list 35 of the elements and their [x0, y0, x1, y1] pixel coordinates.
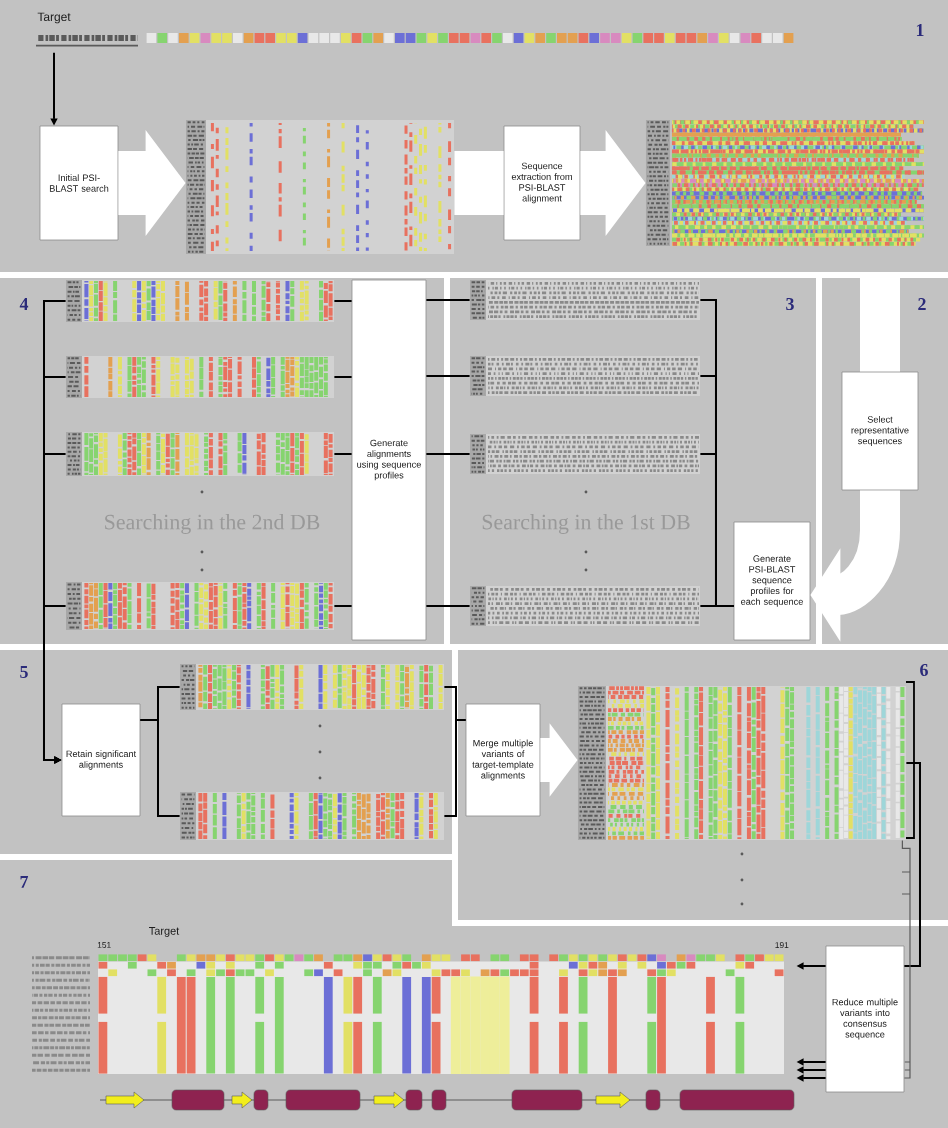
alignment-picture	[470, 280, 700, 320]
connector-line	[425, 299, 471, 301]
alignment-picture	[186, 120, 454, 254]
connector-line	[333, 300, 353, 302]
alignment-picture	[470, 356, 700, 396]
connector-line	[333, 605, 353, 607]
alignment-picture	[66, 280, 334, 322]
step-number: 3	[786, 298, 794, 311]
connector-line	[333, 453, 353, 455]
alignment-picture	[66, 356, 334, 398]
step-number: 5	[20, 666, 28, 678]
connector-line	[699, 605, 735, 607]
connector-line	[903, 762, 921, 967]
alignment-picture	[578, 686, 906, 840]
alignment-picture	[180, 792, 444, 840]
connector-line	[425, 375, 471, 377]
arrow	[43, 605, 67, 764]
connector-line	[901, 839, 911, 1079]
alignment-picture	[470, 434, 700, 474]
connector-line	[443, 719, 467, 817]
connector-line	[425, 605, 471, 607]
alignment-picture	[66, 582, 334, 630]
alignment-picture	[66, 432, 334, 476]
alignment-picture	[180, 664, 444, 710]
step-number: 1	[916, 24, 924, 36]
alignment-picture	[470, 586, 700, 626]
step-number: 6	[920, 664, 928, 677]
step-number: 2	[918, 298, 926, 310]
alignment-picture	[32, 954, 795, 1111]
connector-line	[139, 719, 181, 817]
step-number: 7	[20, 876, 29, 888]
step-number: 4	[19, 298, 29, 310]
connector-line	[333, 376, 353, 378]
connector-line	[425, 453, 471, 455]
alignment-picture	[646, 120, 924, 246]
